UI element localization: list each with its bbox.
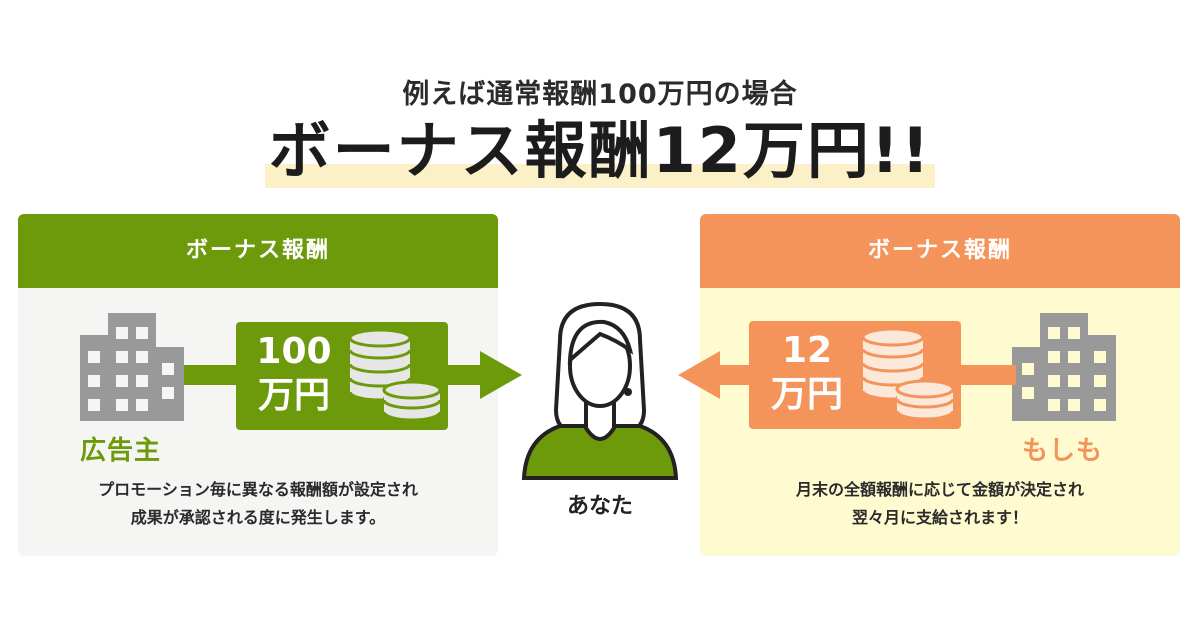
right-amount-box: 12 万円 [749, 321, 961, 429]
coins-icon [861, 327, 955, 421]
left-description: プロモーション毎に異なる報酬額が設定され 成果が承認される度に発生します。 [98, 480, 418, 527]
right-description: 月末の全額報酬に応じて金額が決定され 翌々月に支給されます！ [795, 480, 1084, 527]
right-panel-header: ボーナス報酬 [700, 214, 1180, 288]
advertiser-label: 広告主 [80, 436, 162, 466]
moshimo-label: もしも [1022, 436, 1104, 466]
headline-wrap: ボーナス報酬12万円!! [265, 116, 935, 190]
building-icon [80, 313, 184, 421]
left-amount-box: 100 万円 [236, 322, 448, 430]
you-label: あなた [566, 494, 633, 519]
person-icon [521, 301, 679, 480]
left-amount: 100 万円 [256, 331, 332, 416]
page-title: ボーナス報酬12万円!! [268, 114, 932, 187]
building-icon [1012, 313, 1116, 421]
arrow-right-icon [184, 351, 522, 399]
headline-highlight [265, 164, 935, 188]
left-panel-header: ボーナス報酬 [18, 214, 498, 288]
right-amount: 12 万円 [770, 330, 843, 415]
arrow-left-icon [678, 351, 1016, 399]
subtitle: 例えば通常報酬100万円の場合 [402, 79, 798, 110]
coins-icon [348, 328, 442, 422]
